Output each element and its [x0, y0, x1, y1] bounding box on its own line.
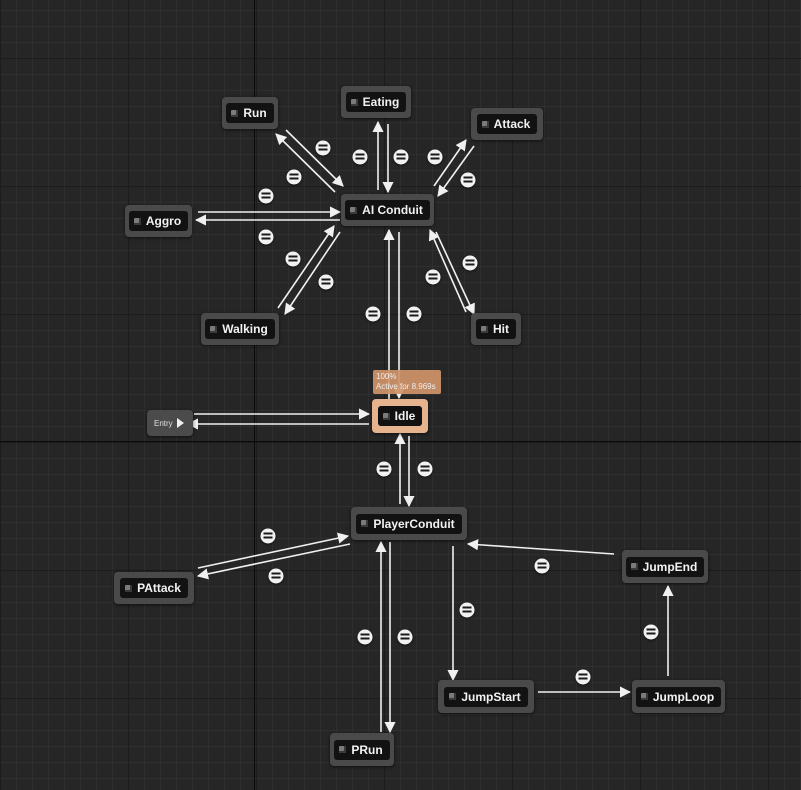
grid-axis-vertical — [254, 0, 255, 790]
wire-attack-aiconduit — [437, 145, 475, 197]
state-prun[interactable]: PRun — [330, 733, 394, 766]
state-icon — [350, 206, 358, 214]
transition-rule-icon[interactable] — [315, 140, 331, 156]
state-icon — [231, 109, 239, 117]
transition-rule-icon[interactable] — [376, 461, 392, 477]
state-label: Eating — [362, 95, 400, 109]
state-icon — [382, 412, 390, 420]
active-state-badge: 100% Active for 8.969s — [373, 370, 441, 394]
state-jump-start[interactable]: JumpStart — [438, 680, 534, 713]
wire-aiconduit-hit — [435, 231, 475, 316]
state-jump-loop[interactable]: JumpLoop — [632, 680, 725, 713]
state-label: JumpLoop — [652, 689, 715, 704]
transition-rule-icon[interactable] — [260, 528, 276, 544]
entry-node[interactable]: Entry — [147, 410, 193, 436]
state-icon — [350, 98, 358, 106]
state-player-conduit[interactable]: PlayerConduit — [351, 507, 467, 540]
state-icon — [630, 563, 638, 570]
transition-rule-icon[interactable] — [459, 602, 475, 618]
state-icon — [640, 693, 648, 700]
state-label: Run — [243, 106, 267, 120]
state-label: Idle — [394, 409, 416, 423]
active-time: Active for 8.969s — [376, 382, 436, 391]
state-label: Walking — [222, 322, 268, 336]
state-aggro[interactable]: Aggro — [125, 205, 192, 237]
transition-rule-icon[interactable] — [258, 188, 274, 204]
state-eating[interactable]: Eating — [341, 86, 411, 118]
wire-pattack-playerconduit — [197, 532, 350, 569]
wire-walking-aiconduit — [277, 225, 335, 309]
transition-rule-icon[interactable] — [258, 229, 274, 245]
state-hit[interactable]: Hit — [471, 313, 521, 345]
transition-rule-icon[interactable] — [417, 461, 433, 477]
transition-rule-icon[interactable] — [352, 149, 368, 165]
state-label: PAttack — [137, 581, 181, 595]
wire-hit-aiconduit — [428, 228, 467, 313]
state-label: JumpEnd — [642, 559, 698, 574]
transition-rule-icon[interactable] — [268, 568, 284, 584]
transition-rule-icon[interactable] — [286, 169, 302, 185]
state-icon — [449, 693, 457, 700]
transition-rule-icon[interactable] — [365, 306, 381, 322]
state-icon — [125, 584, 133, 592]
state-icon — [481, 325, 488, 333]
transition-rule-icon[interactable] — [285, 251, 301, 267]
entry-label: Entry — [154, 418, 173, 428]
transition-rule-icon[interactable] — [460, 172, 476, 188]
state-label: Aggro — [145, 214, 182, 228]
wire-playerconduit-pattack — [196, 543, 351, 580]
state-label: AI Conduit — [362, 203, 423, 217]
state-icon — [481, 120, 489, 128]
play-icon — [176, 418, 184, 428]
transition-rule-icon[interactable] — [406, 306, 422, 322]
active-percent: 100% — [376, 372, 397, 381]
state-icon — [339, 746, 347, 753]
state-label: PRun — [351, 742, 383, 757]
transition-rule-icon[interactable] — [462, 255, 478, 271]
wire-aiconduit-run — [275, 133, 336, 193]
state-jump-end[interactable]: JumpEnd — [622, 550, 708, 583]
transition-rule-icon[interactable] — [427, 149, 443, 165]
transition-rule-icon[interactable] — [534, 558, 550, 574]
state-pattack[interactable]: PAttack — [114, 572, 194, 604]
state-icon — [133, 217, 141, 225]
state-icon — [210, 325, 218, 333]
state-label: Attack — [493, 117, 531, 131]
state-icon — [361, 520, 369, 527]
transition-rule-icon[interactable] — [357, 629, 373, 645]
state-attack[interactable]: Attack — [471, 108, 543, 140]
state-run[interactable]: Run — [222, 97, 278, 129]
state-label: Hit — [493, 322, 509, 336]
transition-rule-icon[interactable] — [643, 624, 659, 640]
wire-jumpend-playerconduit — [466, 539, 615, 555]
wire-run-aiconduit — [285, 129, 344, 187]
state-ai-conduit[interactable]: AI Conduit — [341, 194, 434, 226]
state-label: JumpStart — [461, 689, 521, 704]
transition-rule-icon[interactable] — [575, 669, 591, 685]
wire-aiconduit-attack — [433, 139, 467, 187]
transition-rule-icon[interactable] — [393, 149, 409, 165]
transition-rule-icon[interactable] — [397, 629, 413, 645]
transition-rule-icon[interactable] — [318, 274, 334, 290]
transition-rule-icon[interactable] — [425, 269, 441, 285]
wire-aiconduit-walking — [284, 231, 341, 315]
state-idle[interactable]: Idle — [372, 399, 428, 433]
state-walking[interactable]: Walking — [201, 313, 279, 345]
state-label: PlayerConduit — [373, 516, 455, 531]
